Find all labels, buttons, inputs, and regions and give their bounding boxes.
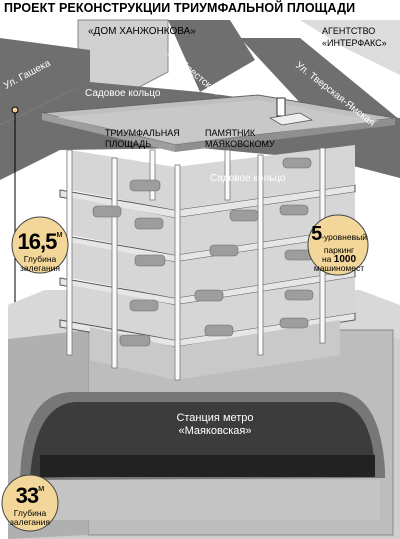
monument-label-2: МАЯКОВСКОМУ <box>205 139 275 149</box>
depth-guide-top-dot <box>11 106 19 114</box>
parking-capacity-text: 5-уровневый паркинг на 1000 машиномест <box>311 223 367 273</box>
parking-depth-text: 16,5м Глубина залегания <box>17 229 63 273</box>
parking-depth-badge <box>11 216 69 274</box>
monument-base <box>268 112 314 126</box>
monument-label-1: ПАМЯТНИК <box>205 128 256 138</box>
metro-depth-text: 33м Глубина залегания <box>10 483 50 527</box>
square-label-2: ПЛОЩАДЬ <box>105 139 152 149</box>
metro-station-label-2: «Маяковская» <box>178 425 252 437</box>
metro-platform <box>40 455 375 477</box>
square-label-1: ТРИУМФАЛЬНАЯ <box>105 128 180 138</box>
sadovoe-lower-label: Садовое кольцо <box>210 173 286 184</box>
metro-station-label-1: Станция метро <box>176 412 254 424</box>
khanzhonkov-label: «ДОМ ХАНЖОНКОВА» <box>88 26 196 37</box>
metro-depth-badge <box>1 474 59 532</box>
diagram-title: ПРОЕКТ РЕКОНСТРУКЦИИ ТРИУМФАЛЬНОЙ ПЛОЩАД… <box>4 1 356 15</box>
gasheka-street <box>0 38 90 125</box>
interfax-label-2: «ИНТЕРФАКС» <box>322 38 387 48</box>
brestskaya-street <box>168 20 255 92</box>
parked-cars <box>92 157 314 347</box>
metro-floor <box>35 480 380 520</box>
interfax-building <box>300 20 400 75</box>
sadovoe-top-label: Садовое кольцо <box>85 88 161 99</box>
monument-icon <box>276 97 286 117</box>
parking-capacity-badge <box>307 214 369 276</box>
interfax-label-1: АГЕНТСТВО <box>322 26 376 36</box>
